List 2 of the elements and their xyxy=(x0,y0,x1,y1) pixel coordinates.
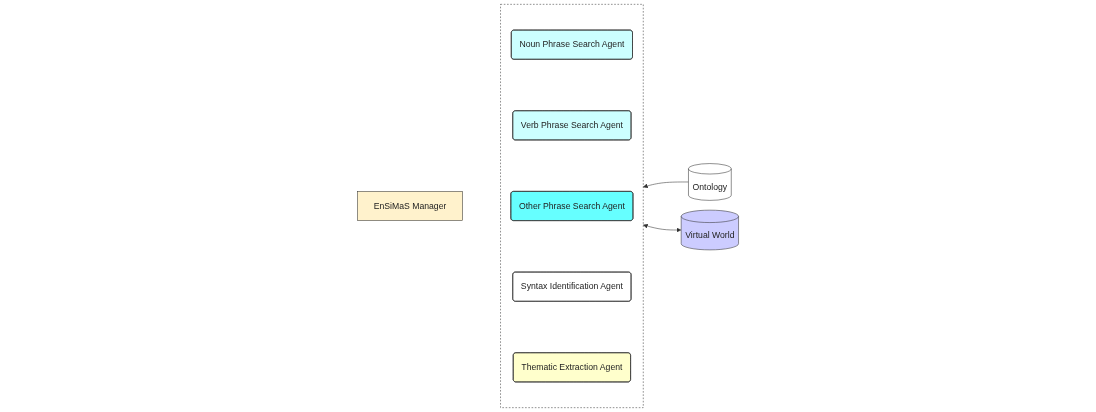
cluster xyxy=(500,4,644,408)
node-box: EnSiMaS Manager xyxy=(357,191,463,221)
